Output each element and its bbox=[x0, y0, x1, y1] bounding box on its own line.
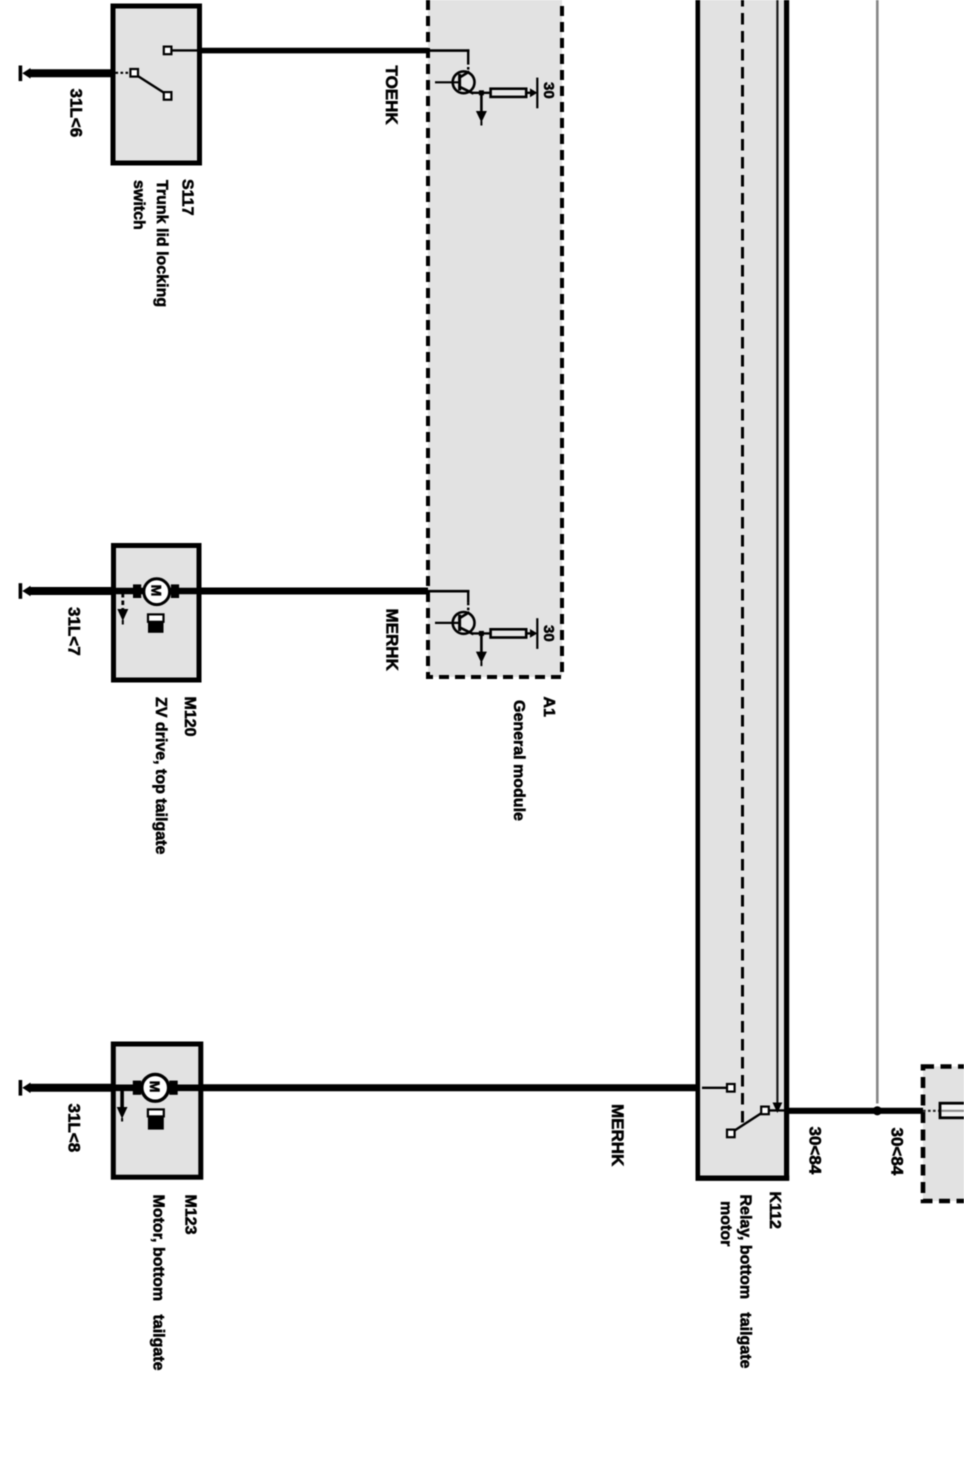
svg-text:30<84: 30<84 bbox=[887, 1128, 906, 1176]
svg-text:S117: S117 bbox=[179, 179, 196, 216]
svg-text:M: M bbox=[149, 585, 165, 597]
svg-text:K112: K112 bbox=[766, 1192, 783, 1229]
svg-text:Trunk lid locking: Trunk lid locking bbox=[153, 180, 170, 307]
svg-text:switch: switch bbox=[130, 180, 147, 230]
svg-text:M123: M123 bbox=[181, 1195, 198, 1235]
svg-text:30<84: 30<84 bbox=[806, 1127, 825, 1175]
svg-text:A1: A1 bbox=[540, 697, 557, 718]
svg-text:ZV drive, top tailgate: ZV drive, top tailgate bbox=[152, 697, 169, 854]
svg-text:motor: motor bbox=[717, 1201, 734, 1246]
svg-text:M: M bbox=[147, 1081, 163, 1093]
svg-text:30: 30 bbox=[540, 82, 557, 99]
svg-text:M120: M120 bbox=[181, 697, 198, 737]
svg-text:MERHK: MERHK bbox=[608, 1104, 627, 1167]
svg-text:Relay, bottom tailgate: Relay, bottom tailgate bbox=[737, 1195, 754, 1369]
svg-text:31L<7: 31L<7 bbox=[65, 607, 84, 656]
svg-text:TOEHK: TOEHK bbox=[382, 66, 401, 126]
svg-text:31L<6: 31L<6 bbox=[66, 89, 85, 138]
svg-text:MERHK: MERHK bbox=[383, 609, 402, 672]
svg-text:Motor, bottom tailgate: Motor, bottom tailgate bbox=[150, 1195, 167, 1371]
svg-text:30: 30 bbox=[540, 625, 557, 642]
svg-text:General module: General module bbox=[510, 700, 527, 821]
svg-text:31L<8: 31L<8 bbox=[65, 1104, 84, 1153]
